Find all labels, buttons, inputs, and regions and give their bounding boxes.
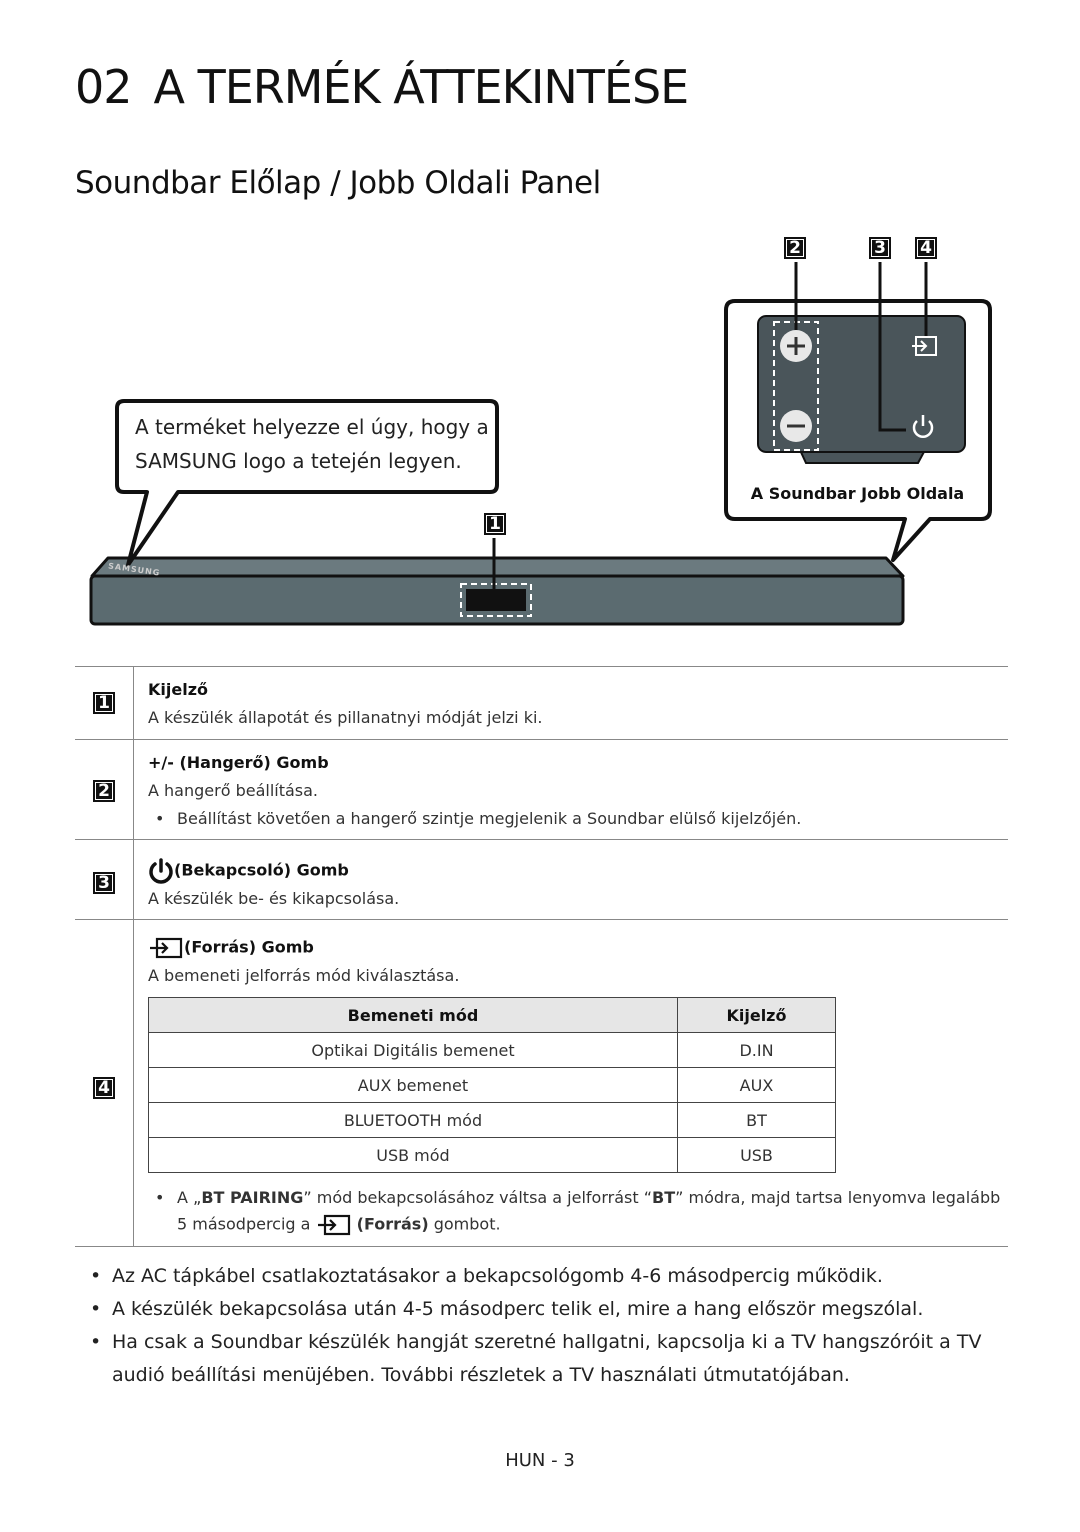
table-row: BLUETOOTH mód BT — [148, 1102, 837, 1138]
display-highlight — [460, 583, 532, 617]
table-cell: USB — [676, 1137, 837, 1173]
table-rule-2 — [75, 839, 1008, 840]
soundbar-diagram — [89, 262, 992, 626]
table-row: Optikai Digitális bemenet D.IN — [148, 1032, 837, 1068]
section-title: Soundbar Előlap / Jobb Oldali Panel — [75, 165, 601, 201]
table-header-row: Bemeneti mód Kijelző — [148, 997, 837, 1033]
source-button[interactable] — [912, 336, 937, 356]
chapter-title: A TERMÉK ÁTTEKINTÉSE — [153, 60, 690, 114]
row-title-power: (Bekapcsoló) Gomb — [174, 860, 349, 880]
table-row: AUX bemenet AUX — [148, 1067, 837, 1103]
table-rule-bottom — [75, 1246, 1008, 1247]
source-icon — [150, 937, 183, 959]
note-item: Az AC tápkábel csatlakoztatásakor a beka… — [90, 1260, 1000, 1293]
chapter-heading: 02 A TERMÉK ÁTTEKINTÉSE — [75, 60, 690, 114]
row-text-display: A készülék állapotát és pillanatnyi módj… — [148, 708, 543, 727]
row-text-source: A bemeneti jelforrás mód kiválasztása. — [148, 966, 460, 985]
power-button[interactable] — [912, 415, 934, 438]
bt-note-bold1: BT PAIRING — [201, 1188, 304, 1207]
callout-left-line1: A terméket helyezze el úgy, hogy a — [135, 415, 489, 439]
side-panel — [757, 315, 966, 464]
power-icon — [149, 858, 173, 884]
bt-note-mid: ” mód bekapcsolásához váltsa a jelforrás… — [303, 1188, 652, 1207]
leader-line-3 — [878, 262, 906, 432]
badge-3: 3 — [869, 237, 891, 259]
table-rule-1 — [75, 739, 1008, 740]
table-cell: D.IN — [676, 1032, 837, 1068]
badge-4: 4 — [915, 237, 937, 259]
notes-list: Az AC tápkábel csatlakoztatásakor a beka… — [90, 1260, 1000, 1392]
callout-left-text: A terméket helyezze el úgy, hogy a SAMSU… — [135, 410, 489, 478]
badge-2: 2 — [784, 237, 806, 259]
row-title-display: Kijelző — [148, 680, 209, 699]
row-title-volume: +/- (Hangerő) Gomb — [148, 753, 329, 772]
row-badge-1: 1 — [93, 692, 115, 714]
row-text-power: A készülék be- és kikapcsolása. — [148, 889, 400, 908]
table-cell: USB mód — [148, 1137, 678, 1173]
page-number: HUN - 3 — [505, 1450, 575, 1471]
table-row: USB mód USB — [148, 1137, 837, 1173]
row-title-power-wrap: (Bekapcsoló) Gomb — [148, 858, 349, 884]
badge-1: 1 — [484, 513, 506, 535]
table-cell: AUX — [676, 1067, 837, 1103]
bt-note-line2-post: gombot. — [433, 1214, 501, 1234]
table-rule-3 — [75, 919, 1008, 920]
row-badge-4: 4 — [93, 1077, 115, 1099]
row-badge-3: 3 — [93, 872, 115, 894]
table-cell: AUX bemenet — [148, 1067, 678, 1103]
table-cell: BLUETOOTH mód — [148, 1102, 678, 1138]
bt-note-bold2: BT — [652, 1188, 676, 1207]
display-window — [466, 589, 526, 611]
row-text-volume: A hangerő beállítása. — [148, 781, 319, 800]
table-header-cell: Kijelző — [676, 997, 837, 1033]
row-bullet-volume: •Beállítást követően a hangerő szintje m… — [155, 809, 802, 828]
row-bullet-volume-text: Beállítást követően a hangerő szintje me… — [177, 809, 802, 828]
bt-note-pre: A „ — [177, 1188, 202, 1207]
input-mode-table: Bemeneti mód Kijelző Optikai Digitális b… — [148, 997, 837, 1173]
row-title-source: (Forrás) Gomb — [184, 937, 314, 957]
table-rule-top — [75, 666, 1008, 667]
table-cell: Optikai Digitális bemenet — [148, 1032, 678, 1068]
bt-note-line2-pre: 5 másodpercig a — [177, 1214, 311, 1234]
callout-left-line2: SAMSUNG logo a tetején legyen. — [135, 449, 462, 473]
bt-note-line2-bold: (Forrás) — [356, 1214, 429, 1234]
bt-note-post: ” módra, majd tartsa lenyomva legalább — [675, 1188, 1001, 1207]
row-title-source-wrap: (Forrás) Gomb — [148, 936, 314, 960]
callout-left-bubble — [115, 399, 499, 567]
table-header-cell: Bemeneti mód — [148, 997, 678, 1033]
chapter-number: 02 — [75, 60, 133, 114]
callout-right-caption: A Soundbar Jobb Oldala — [750, 484, 965, 503]
source-icon — [317, 1214, 350, 1236]
row-bullet-source-line2: 5 másodpercig a (Forrás) gombot. — [177, 1213, 501, 1237]
row-bullet-source: •A „BT PAIRING” mód bekapcsolásához vált… — [155, 1188, 1001, 1207]
note-item: A készülék bekapcsolása után 4-5 másodpe… — [90, 1293, 1000, 1326]
table-divider — [133, 666, 134, 1247]
row-badge-2: 2 — [93, 780, 115, 802]
table-cell: BT — [676, 1102, 837, 1138]
note-item: Ha csak a Soundbar készülék hangját szer… — [90, 1326, 1000, 1392]
soundbar-illustration — [89, 556, 905, 626]
